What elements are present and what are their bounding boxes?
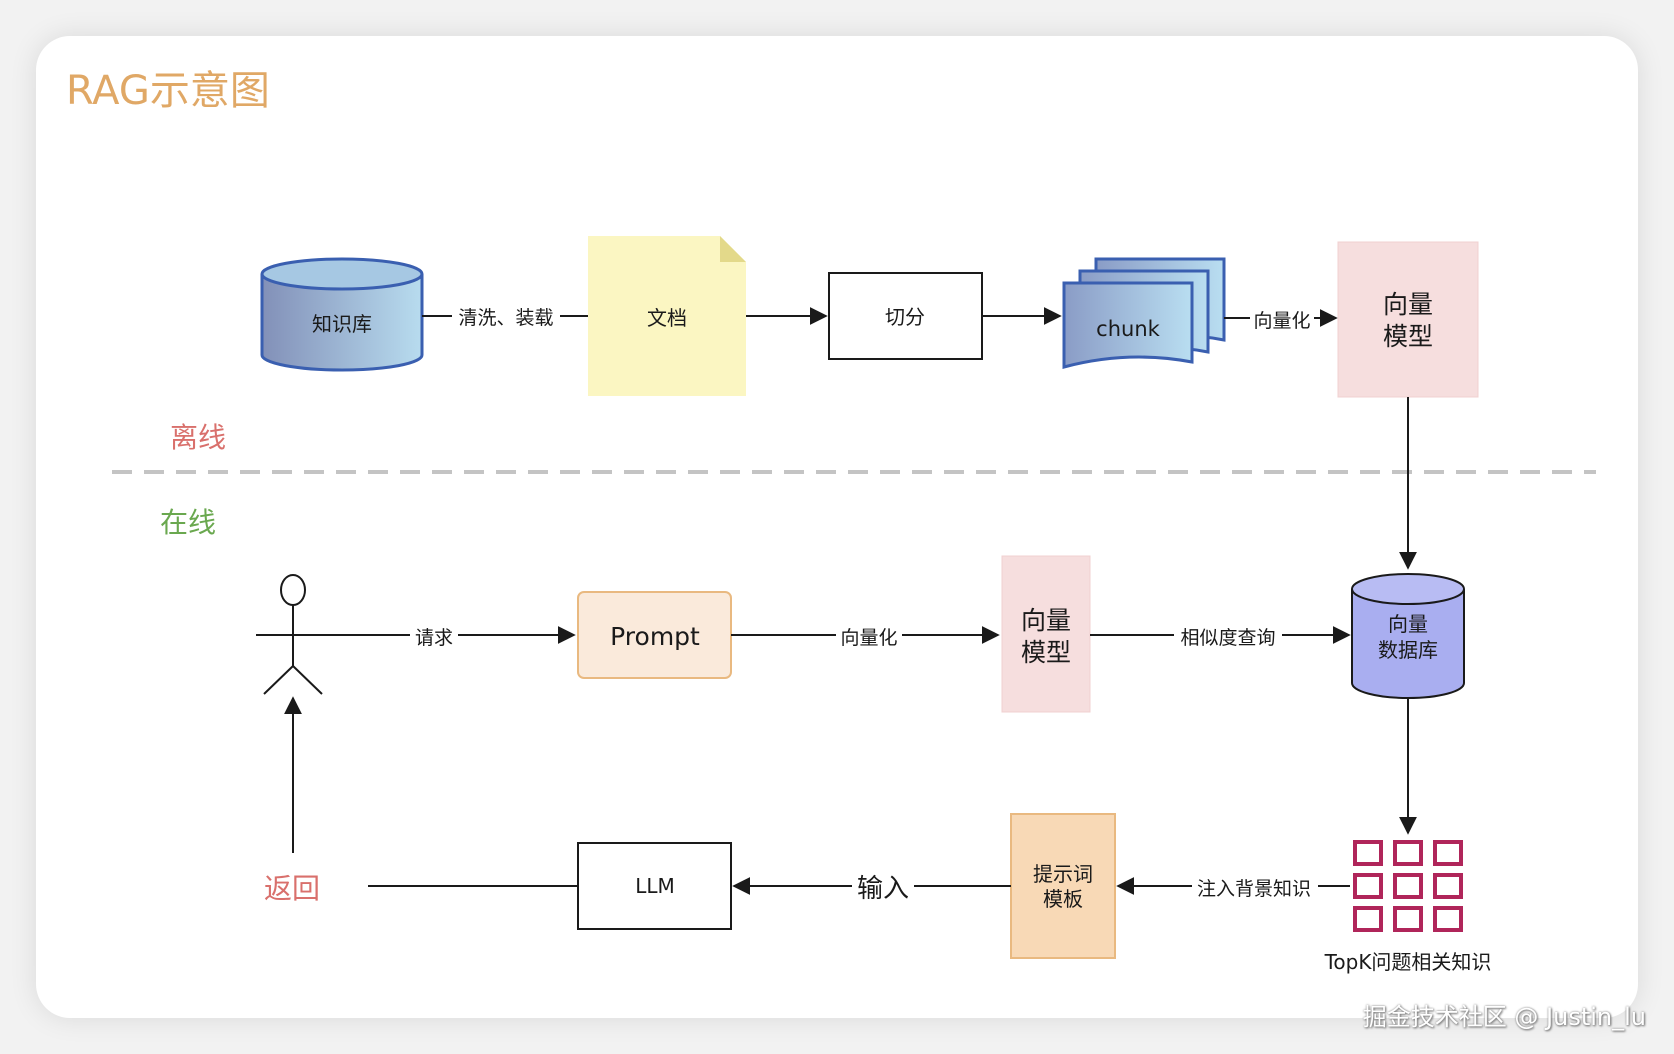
request-label: 请求 [415,627,453,649]
prompt-template-line1: 提示词 [1033,862,1093,886]
online-vectorize-label: 向量化 [840,627,897,649]
chunk-label: chunk [1096,317,1160,341]
chunk-stack: chunk [1062,257,1226,369]
vector-db-line1: 向量 [1388,612,1428,636]
topk-grid-icon [1353,840,1463,932]
diagram-title: RAG示意图 [66,68,270,114]
knowledge-base-label: 知识库 [312,312,372,336]
document-node: 文档 [588,236,746,396]
offline-label: 离线 [170,421,226,454]
watermark: 掘金技术社区 @ Justin_lu [1362,1003,1646,1031]
split-label: 切分 [885,305,925,329]
vector-db-cylinder: 向量 数据库 [1351,573,1465,699]
input-label: 输入 [857,874,909,904]
offline-vector-model [1337,241,1479,398]
offline-vectorize-label: 向量化 [1253,310,1310,332]
inject-label: 注入背景知识 [1197,878,1311,900]
online-vector-model-line2: 模型 [1021,638,1071,667]
online-vector-model [1001,555,1091,713]
prompt-label: Prompt [610,622,700,651]
prompt-template-box [1010,813,1116,959]
topk-label: TopK问题相关知识 [1324,950,1492,974]
vector-db-line2: 数据库 [1378,638,1438,662]
online-label: 在线 [160,506,216,539]
knowledge-base-cylinder: 知识库 [260,257,424,372]
offline-vector-model-line2: 模型 [1383,322,1433,351]
user-icon [256,574,330,695]
document-label: 文档 [647,306,687,330]
clean-load-label: 清洗、装载 [458,307,553,329]
prompt-template-line2: 模板 [1043,887,1083,911]
offline-vector-model-line1: 向量 [1383,290,1433,319]
llm-label: LLM [635,874,675,898]
similarity-query-label: 相似度查询 [1180,627,1275,649]
online-vector-model-line1: 向量 [1021,606,1071,635]
return-label: 返回 [264,872,320,905]
llm-box [577,842,732,930]
split-box [828,272,983,360]
